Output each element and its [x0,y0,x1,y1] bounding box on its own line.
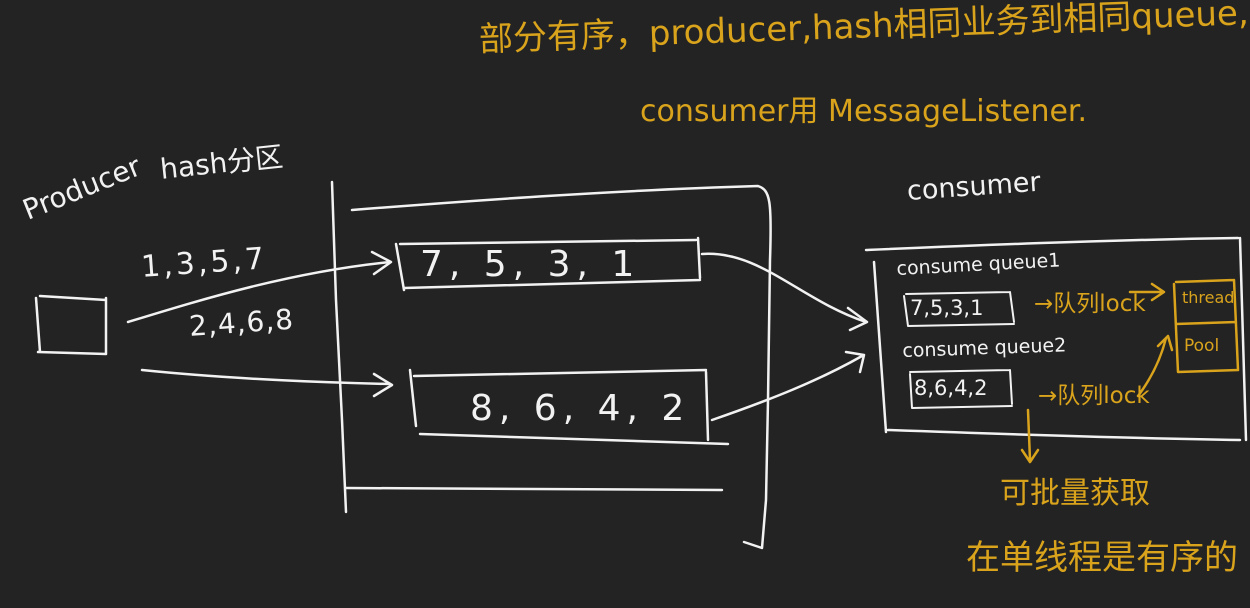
queue1-lock-label: →队列lock [1034,291,1146,317]
queue2-contents: 8, 6, 4, 2 [470,388,691,429]
consume-queue-boxes [903,291,1015,409]
consumer-box [864,236,1248,442]
queue1-contents: 7, 5, 3, 1 [420,244,641,285]
consume-queue1-values: 7,5,3,1 [910,296,984,320]
broker-frame [330,180,772,550]
queue2-box [408,368,730,446]
consumer-arrows [700,252,869,422]
note-message-listener: consumer用 MessageListener. [640,94,1088,129]
conclusion-batch-fetch: 可批量获取 [1000,476,1150,511]
producer-box [34,294,108,356]
thread-pool-label-line2: Pool [1184,336,1220,356]
producer-arrows [126,250,394,398]
annotation-marks [1020,278,1240,464]
queue2-lock-label: →队列lock [1038,383,1150,409]
queue1-box [394,236,702,292]
consume-queue2-values: 8,6,4,2 [914,376,988,400]
conclusion-single-thread-ordered: 在单线程是有序的 [966,538,1238,578]
thread-pool-label-line1: thread [1182,288,1235,307]
